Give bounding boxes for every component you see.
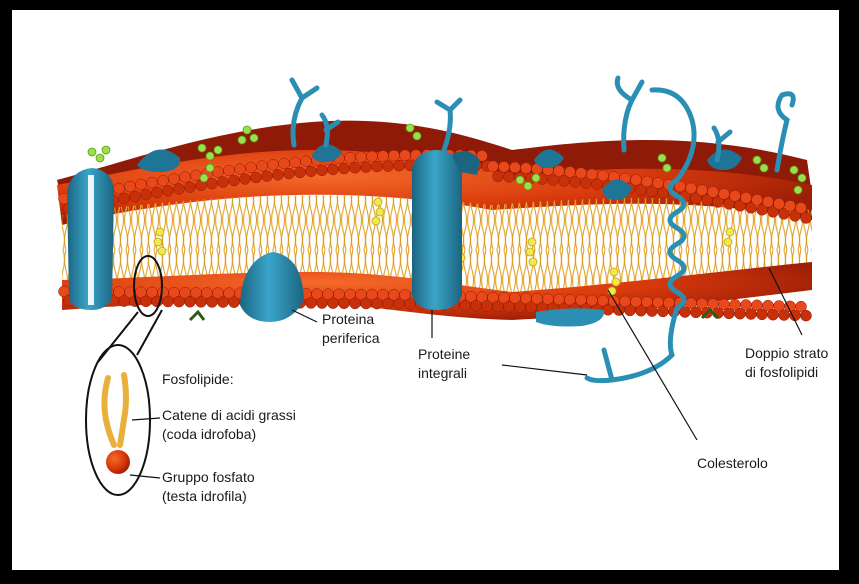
phospholipid-head	[295, 167, 306, 178]
phospholipid-head	[273, 169, 284, 180]
phospholipid-head	[378, 151, 389, 162]
phospholipid-head	[240, 173, 251, 184]
phospholipid-head	[328, 164, 339, 175]
phospholipid-head	[246, 162, 257, 173]
phospholipid-head	[339, 163, 350, 174]
phospholipid-head	[147, 177, 158, 188]
phospholipid-head	[394, 160, 405, 171]
phospholipid-head	[499, 161, 510, 172]
phospholipid-head	[279, 158, 290, 169]
phospholipid-head	[763, 196, 774, 207]
phospholipid-head	[389, 150, 400, 161]
phospholipid-head	[653, 178, 664, 189]
phospholipid-head	[251, 172, 262, 183]
phospholipid-head	[356, 152, 367, 163]
phospholipid-head	[268, 159, 279, 170]
phospholipid-head	[383, 161, 394, 172]
phospholipid-head	[229, 175, 240, 186]
fatty-acid-line1: Catene di acidi grassi	[162, 406, 296, 425]
phospholipid-head	[218, 177, 229, 188]
phospholipid-head	[719, 188, 730, 199]
fatty-acid-line2: (coda idrofoba)	[162, 425, 296, 444]
phospholipid-head	[801, 212, 812, 223]
phospholipid-head	[158, 175, 169, 186]
phospholipid-icon	[104, 375, 130, 474]
phospholipid-head	[372, 161, 383, 172]
phospholipid-head	[290, 157, 301, 168]
phospholipid-head	[598, 170, 609, 181]
phospholipid-head	[306, 166, 317, 177]
integral-proteins-line1: Proteine	[418, 345, 470, 364]
phospholipid-head	[141, 189, 152, 200]
phospholipid-head	[752, 194, 763, 205]
phosphate-line2: (testa idrofila)	[162, 487, 255, 506]
label-phospholipid-title: Fosfolipide:	[162, 370, 234, 389]
phospholipid-head	[136, 179, 147, 190]
label-phosphate-group: Gruppo fosfato (testa idrofila)	[162, 468, 255, 506]
phospholipid-head	[350, 162, 361, 173]
bilayer-line1: Doppio strato	[745, 344, 828, 363]
phospholipid-head	[174, 183, 185, 194]
phospholipid-head	[565, 166, 576, 177]
phospholipid-head	[686, 183, 697, 194]
phosphate-line1: Gruppo fosfato	[162, 468, 255, 487]
phospholipid-head	[367, 151, 378, 162]
label-peripheral-protein: Proteina periferica	[322, 310, 380, 348]
phospholipid-head	[730, 190, 741, 201]
phospholipid-head	[163, 185, 174, 196]
phospholipid-head	[262, 171, 273, 182]
peripheral-protein-line1: Proteina	[322, 310, 380, 329]
phospholipid-head	[185, 182, 196, 193]
phospholipid-head	[785, 200, 796, 211]
phospholipid-head	[284, 168, 295, 179]
peripheral-protein-bottom-right-icon	[536, 308, 604, 326]
phospholipid-head	[119, 193, 130, 204]
phospholipid-head	[587, 169, 598, 180]
phospholipid-head	[317, 165, 328, 176]
phospholipid-head	[708, 186, 719, 197]
phospholipid-head	[152, 187, 163, 198]
phospholipid-head	[801, 310, 812, 321]
label-fatty-acid-chains: Catene di acidi grassi (coda idrofoba)	[162, 406, 296, 444]
label-bilayer: Doppio strato di fosfolipidi	[745, 344, 828, 382]
phospholipid-head	[180, 172, 191, 183]
phospholipid-head	[361, 162, 372, 173]
phospholipid-head	[169, 173, 180, 184]
phospholipid-head	[257, 161, 268, 172]
phospholipid-head	[114, 183, 125, 194]
integral-protein-channel-icon	[67, 168, 114, 310]
phospholipid-head	[521, 163, 532, 174]
phospholipid-head	[488, 161, 499, 172]
phospholipid-head	[207, 178, 218, 189]
label-cholesterol: Colesterolo	[697, 454, 768, 473]
phospholipid-head	[796, 202, 807, 213]
cell-membrane-diagram	[12, 10, 839, 570]
phospholipid-head	[493, 171, 504, 182]
phospholipid-head	[576, 168, 587, 179]
phospholipid-head	[554, 165, 565, 176]
peripheral-protein-line2: periferica	[322, 329, 380, 348]
bilayer-line2: di fosfolipidi	[745, 363, 828, 382]
phospholipid-head	[130, 191, 141, 202]
phospholipid-head	[510, 162, 521, 173]
phospholipid-head	[774, 198, 785, 209]
diagram-frame: Proteina periferica Proteine integrali D…	[12, 10, 839, 570]
phospholipid-head	[235, 163, 246, 174]
phospholipid-head	[697, 185, 708, 196]
phospholipid-head	[125, 181, 136, 192]
integral-proteins-line2: integrali	[418, 364, 470, 383]
phospholipid-head	[345, 152, 356, 163]
phospholipid-head	[642, 176, 653, 187]
phospholipid-head	[301, 156, 312, 167]
phospholipid-head	[224, 165, 235, 176]
label-integral-proteins: Proteine integrali	[418, 345, 470, 383]
phospholipid-head	[631, 174, 642, 185]
phospholipid-head	[504, 171, 515, 182]
phospholipid-head	[741, 192, 752, 203]
phospholipid-head	[400, 150, 411, 161]
